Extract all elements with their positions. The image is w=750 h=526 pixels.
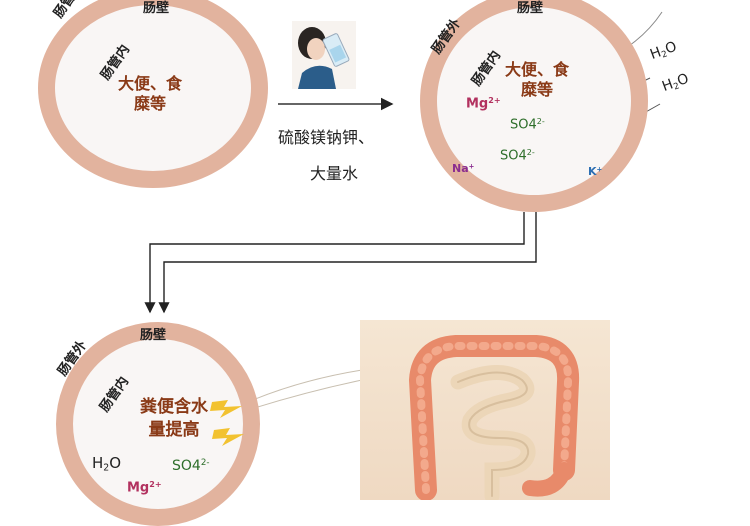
return-connector-outer [144, 212, 525, 314]
intestinal-contents-1: 大便、食 糜等 [118, 74, 183, 113]
return-connector-inner [158, 212, 537, 314]
link-line-2 [247, 379, 363, 411]
wall-label-2: 肠壁 [517, 1, 544, 16]
ion-na: Na+ [452, 162, 475, 175]
ion-so4-3: SO42- [172, 458, 210, 474]
intestinal-contents-2: 大便、食 糜等 [505, 60, 570, 99]
wall-label-3: 肠壁 [140, 328, 167, 343]
drug-label-line2: 大量水 [310, 164, 359, 183]
drug-label-line1: 硫酸镁钠钾、 [278, 128, 375, 147]
ion-so4-2: SO42- [500, 148, 535, 164]
link-line-1 [247, 369, 363, 403]
person-drinking-icon [292, 21, 356, 89]
stool-water-result: 粪便含水 量提高 [140, 397, 208, 440]
ion-mg-1: Mg2+ [466, 96, 501, 112]
ion-k: K+ [588, 165, 603, 178]
wall-label-1: 肠壁 [143, 1, 170, 16]
lightning-bolt-icon-2 [212, 428, 244, 446]
ion-so4-1: SO42- [510, 117, 545, 133]
large-intestine-illustration [360, 320, 610, 500]
lightning-bolt-icon [210, 400, 242, 418]
ion-mg-2: Mg2+ [127, 480, 162, 496]
water-label-3: H2O [92, 454, 122, 474]
